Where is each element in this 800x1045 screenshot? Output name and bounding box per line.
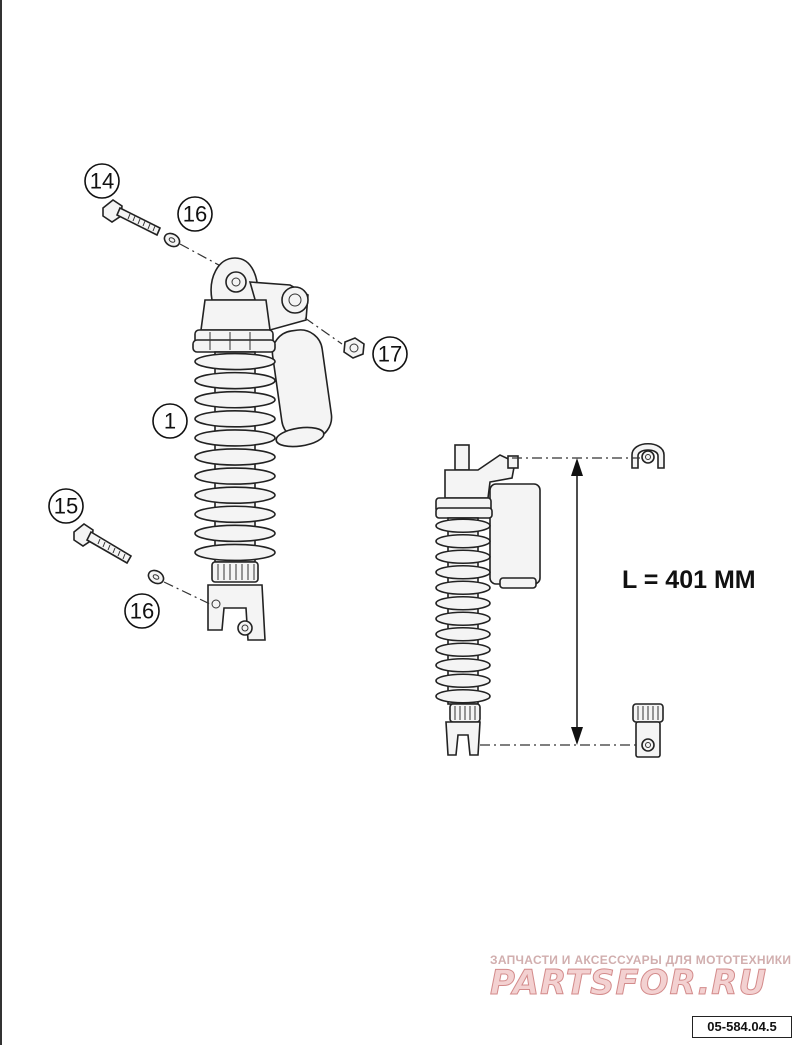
spring-coil bbox=[435, 642, 491, 658]
spring-coil bbox=[435, 611, 491, 627]
spring-coil bbox=[435, 533, 491, 549]
dimension-arrow-line bbox=[571, 458, 583, 745]
callout-16-top: 16 bbox=[177, 196, 213, 232]
spring-coil bbox=[194, 371, 276, 390]
spring-coil bbox=[194, 505, 276, 524]
callout-16-bottom: 16 bbox=[124, 593, 160, 629]
top-eye-detail bbox=[631, 442, 665, 469]
callout-17: 17 bbox=[372, 336, 408, 372]
spring-coil bbox=[194, 486, 276, 504]
spring-coil bbox=[194, 543, 276, 562]
spring-coil bbox=[194, 467, 276, 485]
shock-absorber-side-view bbox=[435, 444, 541, 756]
callout-1: 1 bbox=[152, 403, 188, 439]
spring-coil bbox=[435, 673, 491, 689]
callout-14: 14 bbox=[84, 163, 120, 199]
callout-16-top-label: 16 bbox=[183, 202, 207, 227]
spring-coil bbox=[194, 429, 276, 447]
watermark-logo: PARTSFOR.RU bbox=[490, 963, 767, 1003]
shock-absorber-exploded bbox=[192, 257, 333, 641]
spring-coil bbox=[435, 518, 491, 534]
bolt-15 bbox=[73, 523, 133, 565]
nut-17 bbox=[343, 337, 365, 359]
callout-15: 15 bbox=[48, 488, 84, 524]
axis-line-bottom-bolt bbox=[163, 581, 211, 605]
page-left-border bbox=[0, 0, 2, 1045]
dimension-label: L = 401 MM bbox=[622, 566, 756, 594]
spring-coil bbox=[194, 448, 276, 466]
callout-16-bottom-label: 16 bbox=[130, 599, 154, 624]
spring-coil bbox=[435, 549, 491, 565]
spring-coil bbox=[194, 390, 276, 409]
spring-coil bbox=[435, 595, 491, 611]
washer-16-bottom bbox=[147, 569, 165, 585]
bottom-eye-detail bbox=[632, 703, 664, 758]
washer-16-top bbox=[163, 232, 181, 248]
bolt-14 bbox=[102, 199, 162, 237]
axis-line-nut bbox=[304, 317, 343, 345]
spring-coil bbox=[435, 657, 491, 673]
watermark-tagline: ЗАПЧАСТИ И АКСЕССУАРЫ ДЛЯ МОТОТЕХНИКИ bbox=[490, 953, 791, 967]
watermark: ЗАПЧАСТИ И АКСЕССУАРЫ ДЛЯ МОТОТЕХНИКИ PA… bbox=[490, 953, 792, 1004]
spring-coil bbox=[435, 564, 491, 580]
spring-coil bbox=[194, 409, 276, 428]
spring-coil bbox=[435, 626, 491, 642]
callout-1-label: 1 bbox=[164, 409, 176, 434]
spring-coil bbox=[435, 688, 491, 704]
spring-coil bbox=[435, 580, 491, 596]
callout-17-label: 17 bbox=[378, 342, 402, 367]
callout-15-label: 15 bbox=[54, 494, 78, 519]
callout-14-label: 14 bbox=[90, 169, 114, 194]
spring-coil bbox=[194, 352, 276, 371]
spring-coil bbox=[194, 524, 276, 543]
drawing-code: 05-584.04.5 bbox=[692, 1016, 792, 1038]
